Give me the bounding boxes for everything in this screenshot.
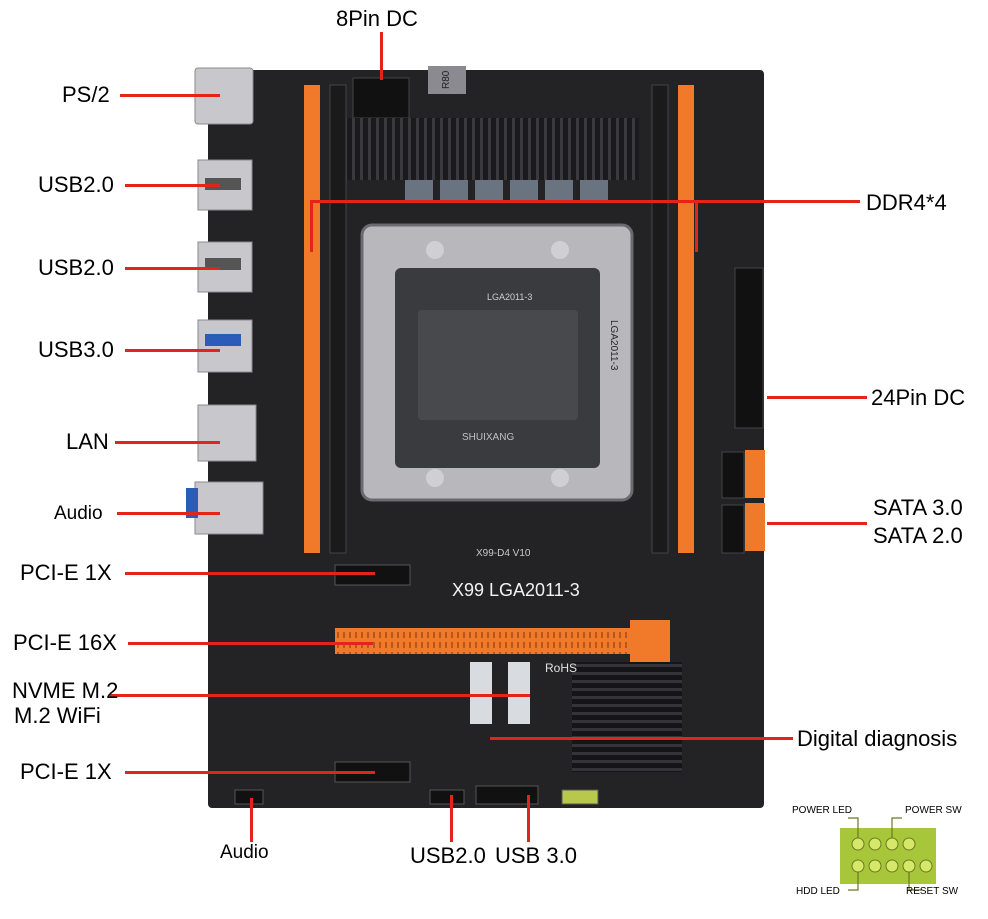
pcie-x1-slot-top: [334, 564, 411, 586]
leader-24pin: [767, 396, 867, 399]
silk-model: X99-D4 V10: [476, 548, 531, 559]
label-hdd-led: HDD LED: [796, 886, 840, 897]
label-pcie1x-top: PCI-E 1X: [20, 560, 112, 585]
label-m2-wifi: M.2 WiFi: [14, 703, 101, 728]
label-nvme: NVME M.2: [12, 678, 119, 703]
leader-lan: [115, 441, 220, 444]
label-audio-bottom: Audio: [220, 842, 269, 863]
pcie-x16-slot: [335, 628, 635, 654]
leader-pcie1x-top: [125, 572, 375, 575]
cpu-8pin-connector: [352, 77, 410, 119]
leader-ps2: [120, 94, 220, 97]
vrm-chokes: [405, 180, 608, 202]
leader-sata: [767, 522, 867, 525]
label-power-led: POWER LED: [792, 805, 853, 816]
label-usb30-bottom: USB 3.0: [495, 843, 577, 868]
leader-pcie16x: [128, 642, 373, 645]
label-sata3: SATA 3.0: [873, 495, 963, 520]
bottom-headers: [234, 785, 599, 805]
atx-24pin-connector: [734, 267, 764, 429]
label-usb20-bottom: USB2.0: [410, 843, 486, 868]
leader-ddr-left-drop: [310, 200, 313, 252]
leader-diag: [490, 737, 793, 740]
leader-8pin: [380, 32, 383, 80]
label-ddr4: DDR4*4: [866, 190, 947, 215]
label-usb2-b: USB2.0: [38, 255, 114, 280]
label-ps2: PS/2: [62, 82, 110, 107]
cpu-socket: [360, 223, 634, 502]
sata-ports: [721, 450, 765, 554]
leader-usb30-bottom: [527, 795, 530, 842]
leader-pcie1x-bottom: [125, 771, 375, 774]
label-usb3: USB3.0: [38, 337, 114, 362]
leader-ddr-horizontal: [310, 200, 860, 203]
front-panel-diagram: [840, 817, 936, 891]
chipset-heatsink: [572, 662, 682, 772]
lan-port: [197, 404, 257, 462]
label-power-sw: POWER SW: [905, 805, 962, 816]
m2-nvme-slot: [470, 662, 492, 724]
leader-usb3: [125, 349, 220, 352]
leader-usb2b: [125, 267, 220, 270]
leader-audio-bottom: [250, 798, 253, 842]
rohs-text: RoHS: [545, 661, 577, 675]
socket-text-vertical: LGA2011-3: [608, 320, 619, 371]
label-digital-diagnosis: Digital diagnosis: [797, 726, 958, 751]
label-8pin-dc: 8Pin DC: [336, 6, 418, 31]
label-usb2-a: USB2.0: [38, 172, 114, 197]
label-24pin-dc: 24Pin DC: [871, 385, 966, 410]
label-audio-left: Audio: [54, 503, 103, 524]
label-lan: LAN: [66, 429, 109, 454]
socket-text: LGA2011-3: [487, 292, 532, 302]
leader-usb20-bottom: [450, 795, 453, 842]
pwm-chip-text: R80: [441, 70, 452, 89]
leader-usb2a: [125, 184, 220, 187]
leader-ddr-right-drop: [695, 200, 698, 252]
model-label: X99 LGA2011-3: [452, 580, 580, 600]
leader-nvme: [110, 694, 530, 697]
label-pcie16x: PCI-E 16X: [13, 630, 117, 655]
brand-text: SHUIXANG: [462, 432, 514, 443]
label-sata2: SATA 2.0: [873, 523, 963, 548]
audio-jack: [194, 481, 264, 535]
leader-audio-left: [117, 512, 220, 515]
m2-wifi-slot: [508, 662, 530, 724]
label-reset-sw: RESET SW: [906, 886, 959, 897]
vrm-heatsink-top: [343, 118, 639, 180]
label-pcie1x-bottom: PCI-E 1X: [20, 759, 112, 784]
